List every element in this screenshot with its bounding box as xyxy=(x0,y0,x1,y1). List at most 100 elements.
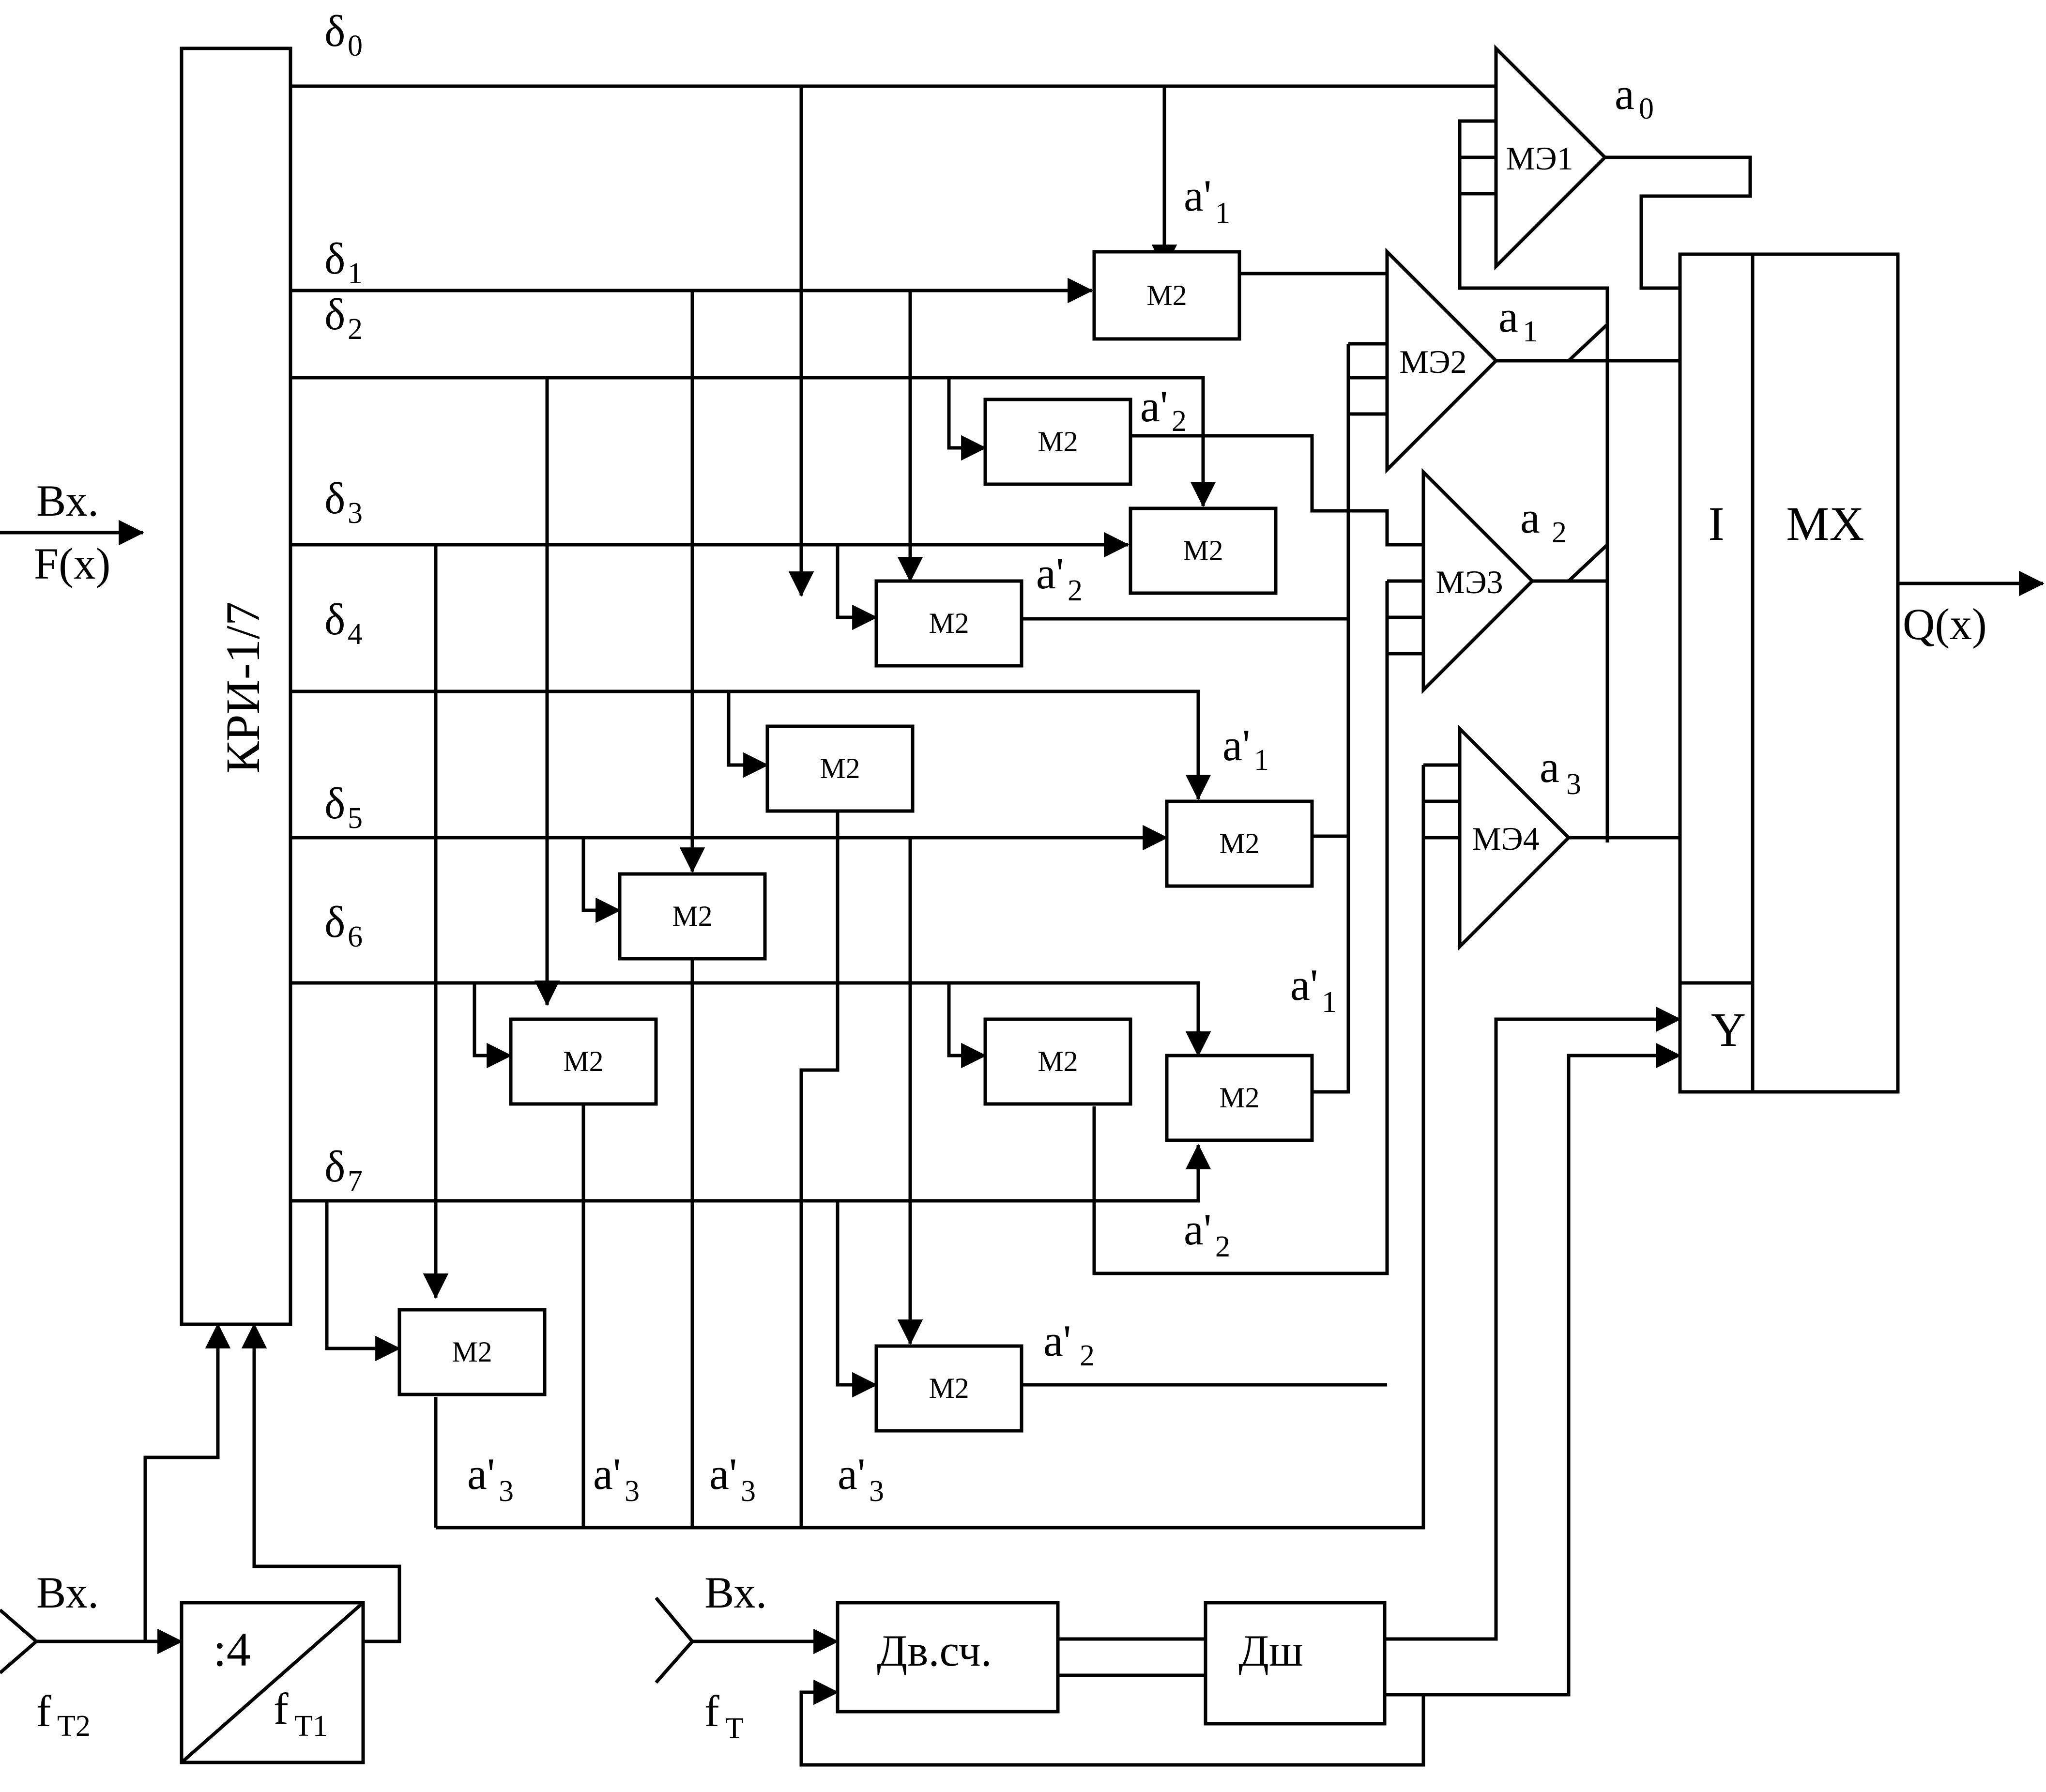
svg-text:2: 2 xyxy=(1068,574,1083,607)
ap1-label-top: a'1 xyxy=(1184,171,1230,230)
delta6-branch-right xyxy=(947,983,987,1069)
ft1-to-kri xyxy=(241,1323,401,1643)
ap3-label-2: a'3 xyxy=(593,1449,640,1508)
svg-text:2: 2 xyxy=(348,313,363,346)
svg-text:δ: δ xyxy=(324,595,345,644)
delta7-line xyxy=(290,1144,1211,1203)
delta4-branch xyxy=(727,691,769,778)
delta6-line xyxy=(290,981,1211,1057)
svg-text:a': a' xyxy=(467,1449,495,1499)
m2-block-d: М2 xyxy=(874,579,1023,668)
m2-block-l: М2 xyxy=(874,1344,1023,1433)
svg-text:5: 5 xyxy=(348,802,363,835)
delta2-branch xyxy=(947,378,987,461)
svg-text:3: 3 xyxy=(869,1475,884,1508)
svg-text:2: 2 xyxy=(1172,405,1187,438)
ft-input-chevron xyxy=(655,1596,695,1684)
m2l-branch xyxy=(836,1201,878,1398)
m2i-out xyxy=(1092,581,1389,1275)
ap2-label-1: a'2 xyxy=(1140,382,1187,438)
delta4-line xyxy=(290,689,1211,800)
m2-label: М2 xyxy=(1219,827,1259,859)
svg-text:3: 3 xyxy=(1566,768,1581,801)
svg-text:3: 3 xyxy=(499,1475,514,1508)
counter-block: Дв.сч. xyxy=(836,1601,1060,1714)
ap3-label-4: a'3 xyxy=(838,1449,884,1508)
mx-label: MX xyxy=(1786,497,1864,551)
m2-label: М2 xyxy=(1183,535,1223,567)
svg-text:a': a' xyxy=(1036,549,1064,598)
ft2-to-kri xyxy=(143,1323,231,1641)
m2-block-h: М2 xyxy=(509,1017,658,1106)
svg-text:2: 2 xyxy=(1552,516,1567,549)
me3-block: МЭ3 xyxy=(1421,468,1535,694)
m2-block-b: М2 xyxy=(983,398,1132,486)
wires xyxy=(0,84,2045,1767)
a3-bus xyxy=(436,765,1425,1530)
a0-wire xyxy=(1605,155,1752,290)
me1-block: МЭ1 xyxy=(1494,44,1607,271)
delta2-line xyxy=(290,376,1216,507)
ap1-label-low: a'1 xyxy=(1290,960,1337,1019)
decoder-block: Дш xyxy=(1204,1601,1387,1726)
ap2-label-4: a' 2 xyxy=(1043,1316,1095,1372)
m2-block-c: М2 xyxy=(1129,506,1278,595)
svg-text:1: 1 xyxy=(1215,197,1230,230)
m2-label: М2 xyxy=(1038,426,1078,458)
svg-text:2: 2 xyxy=(1080,1339,1095,1372)
svg-text:a: a xyxy=(1615,69,1634,119)
decoder-y-1 xyxy=(1385,1006,1681,1641)
kri-label: КРИ-1/7 xyxy=(216,601,270,774)
svg-text:0: 0 xyxy=(348,30,363,62)
mx-y-label: Y xyxy=(1711,1003,1746,1057)
svg-text:4: 4 xyxy=(348,618,363,651)
ft2-input-top: Вх. xyxy=(36,1568,99,1617)
kri-block xyxy=(180,46,292,1326)
delta6-branch-left xyxy=(473,983,512,1069)
svg-text:1: 1 xyxy=(1322,986,1337,1019)
me1-label: МЭ1 xyxy=(1506,140,1573,177)
svg-text:a': a' xyxy=(709,1449,737,1499)
svg-text:a': a' xyxy=(838,1449,865,1499)
svg-text:a': a' xyxy=(1043,1316,1071,1365)
fx-input-bottom: F(x) xyxy=(34,539,110,588)
mx-i-label: I xyxy=(1708,497,1724,551)
m2-block-i: М2 xyxy=(983,1017,1132,1106)
m2-block-j: М2 xyxy=(1165,1054,1314,1142)
m2-block-f: М2 xyxy=(1165,799,1314,888)
me4-label: МЭ4 xyxy=(1472,820,1539,857)
decoder-label: Дш xyxy=(1238,1626,1303,1675)
m2-label: М2 xyxy=(1219,1082,1259,1114)
delta7-branch xyxy=(325,1201,401,1362)
svg-text:3: 3 xyxy=(741,1475,756,1508)
svg-text:a': a' xyxy=(1184,171,1211,220)
me4-block: МЭ4 xyxy=(1458,724,1571,951)
svg-text:3: 3 xyxy=(348,497,363,530)
decoder-y-2 xyxy=(1385,1042,1681,1697)
svg-text:δ: δ xyxy=(324,290,345,339)
ap3-label-1: a'3 xyxy=(467,1449,514,1508)
svg-text:1: 1 xyxy=(1523,315,1538,348)
mx-block: I MX Y xyxy=(1678,252,1900,1094)
ft1-label: f xyxy=(274,1684,289,1733)
svg-text:δ: δ xyxy=(324,1142,345,1191)
ft2-input-chevron xyxy=(0,1608,39,1674)
ap2-label-2: a'2 xyxy=(1036,549,1083,607)
svg-text:δ: δ xyxy=(324,779,345,828)
svg-text:a': a' xyxy=(593,1449,621,1499)
svg-text:a': a' xyxy=(1184,1205,1211,1254)
fx-input-top: Вх. xyxy=(36,476,99,525)
m2e-out xyxy=(799,811,840,1528)
m2-block-a: М2 xyxy=(1092,250,1241,341)
me2-label: МЭ2 xyxy=(1399,343,1466,380)
